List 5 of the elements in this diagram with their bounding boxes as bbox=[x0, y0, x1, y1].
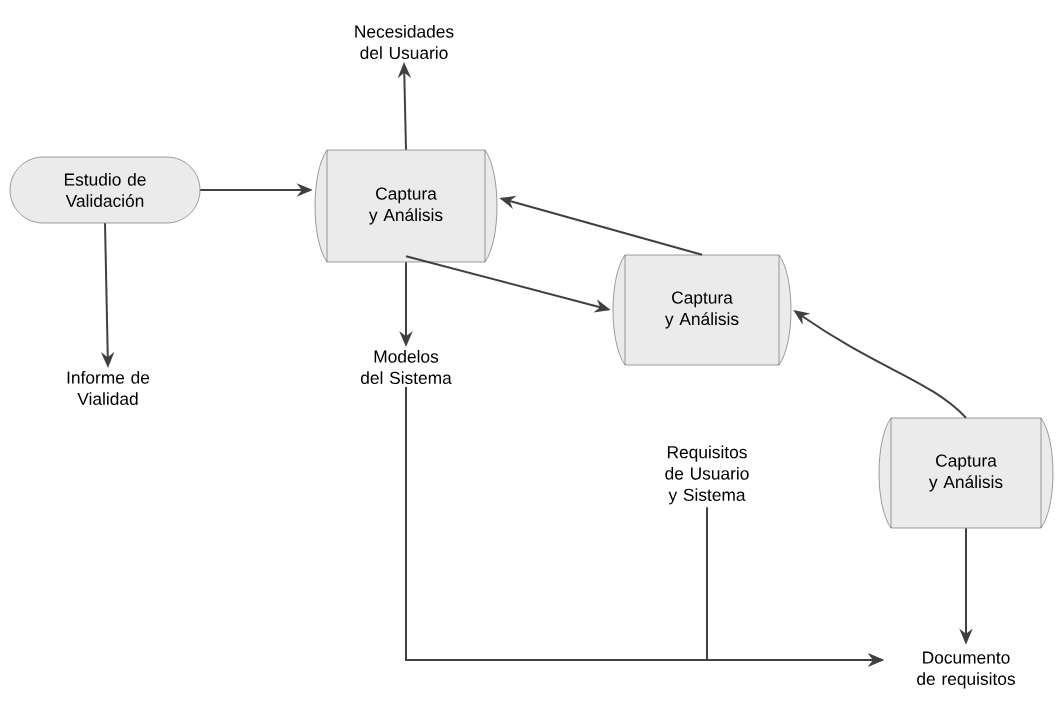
output-label: Informe de Vialidad bbox=[67, 370, 150, 406]
output-label: Necesidades del Usuario bbox=[355, 24, 454, 60]
output-label: Requisitos de Usuario y Sistema bbox=[665, 445, 749, 505]
output-label: Modelos del Sistema bbox=[361, 349, 452, 385]
output-label: Documento de requisitos bbox=[917, 651, 1015, 689]
